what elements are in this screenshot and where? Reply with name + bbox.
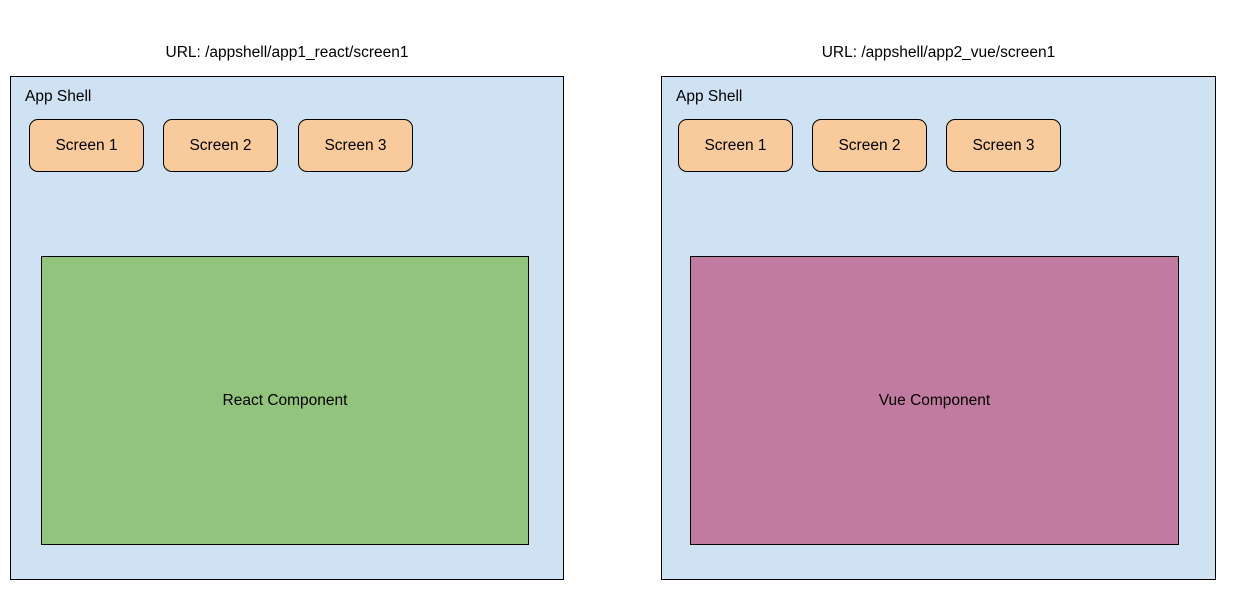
screen-button-1-app2[interactable]: Screen 1 — [678, 119, 793, 172]
app-shell-container-app1: App Shell Screen 1 Screen 2 Screen 3 Rea… — [10, 76, 564, 580]
react-component-box: React Component — [41, 256, 529, 545]
screen-button-2-app2[interactable]: Screen 2 — [812, 119, 927, 172]
vue-component-box: Vue Component — [690, 256, 1179, 545]
app-shell-container-app2: App Shell Screen 1 Screen 2 Screen 3 Vue… — [661, 76, 1216, 580]
app-shell-title-app1: App Shell — [25, 88, 92, 105]
screen-button-2-app1[interactable]: Screen 2 — [163, 119, 278, 172]
screen-button-1-app1[interactable]: Screen 1 — [29, 119, 144, 172]
screen-button-3-app1[interactable]: Screen 3 — [298, 119, 413, 172]
app-shell-title-app2: App Shell — [676, 88, 743, 105]
url-label-app2: URL: /appshell/app2_vue/screen1 — [821, 44, 1056, 61]
screen-button-3-app2[interactable]: Screen 3 — [946, 119, 1061, 172]
url-label-app1: URL: /appshell/app1_react/screen1 — [165, 44, 409, 61]
